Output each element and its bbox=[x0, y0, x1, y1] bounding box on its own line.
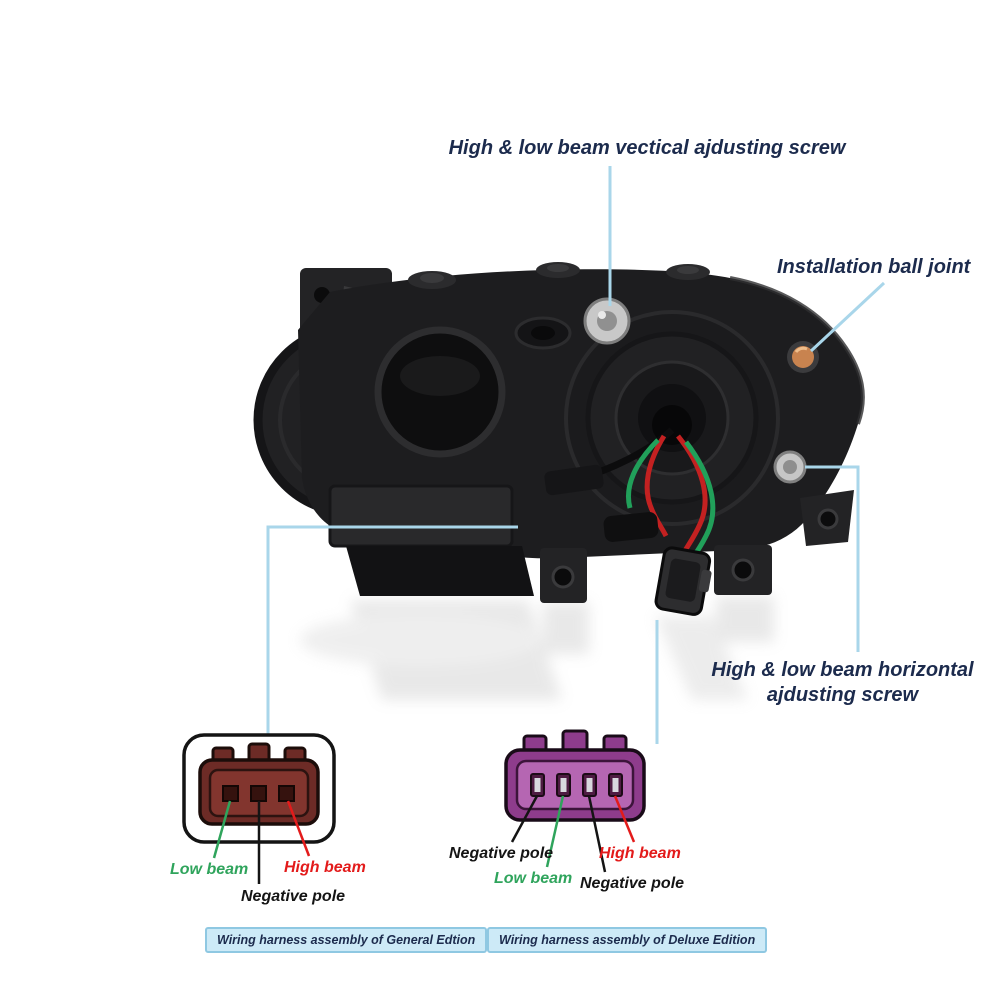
caption-deluxe-edition: Wiring harness assembly of Deluxe Editio… bbox=[487, 927, 768, 953]
lead-deluxe-negative-2 bbox=[587, 795, 607, 873]
label-general-negative-pole: Negative pole bbox=[241, 888, 346, 905]
lead-general-low-beam bbox=[212, 800, 232, 859]
wire-red bbox=[676, 434, 708, 558]
lamp-bore bbox=[374, 326, 506, 458]
wire-red-2 bbox=[644, 434, 669, 538]
label-deluxe-high-beam: High beam bbox=[599, 845, 681, 862]
vertical-adjust-screw bbox=[583, 297, 631, 345]
label-deluxe-low-beam: Low beam bbox=[494, 870, 573, 887]
label-vertical-adjust-screw: High & low beam vectical ajdusting screw bbox=[448, 137, 846, 159]
lead-deluxe-high-beam bbox=[613, 795, 636, 843]
callout-line-ball-joint bbox=[809, 281, 886, 353]
lead-deluxe-low-beam bbox=[545, 795, 565, 868]
label-horizontal-adjust-screw: High & low beam horizontal ajdusting scr… bbox=[711, 659, 974, 706]
pigtail-wires bbox=[544, 427, 716, 616]
inline-connector bbox=[603, 512, 659, 542]
installation-ball-joint bbox=[787, 341, 819, 373]
connector-deluxe-diagram bbox=[504, 729, 646, 873]
headlight-housing bbox=[253, 262, 865, 603]
lead-deluxe-negative-1 bbox=[510, 795, 539, 843]
label-deluxe-negative-pole-1: Negative pole bbox=[449, 845, 554, 862]
reflection bbox=[300, 596, 774, 700]
label-deluxe-negative-pole-2: Negative pole bbox=[580, 875, 685, 892]
callout-line-general-connector bbox=[266, 525, 518, 734]
wire-plug bbox=[654, 546, 712, 616]
connector-general-diagram bbox=[182, 733, 336, 884]
wire-green-2 bbox=[626, 438, 660, 509]
label-general-low-beam: Low beam bbox=[170, 861, 249, 878]
rear-cap bbox=[564, 310, 780, 526]
callout-lines bbox=[266, 166, 886, 744]
horizontal-adjust-screw bbox=[773, 450, 807, 484]
label-general-high-beam: High beam bbox=[284, 859, 366, 876]
callout-line-horizontal-screw bbox=[805, 465, 860, 652]
lead-general-high-beam bbox=[286, 800, 311, 857]
caption-general-edition: Wiring harness assembly of General Edtio… bbox=[205, 927, 488, 953]
label-installation-ball-joint: Installation ball joint bbox=[777, 256, 971, 278]
